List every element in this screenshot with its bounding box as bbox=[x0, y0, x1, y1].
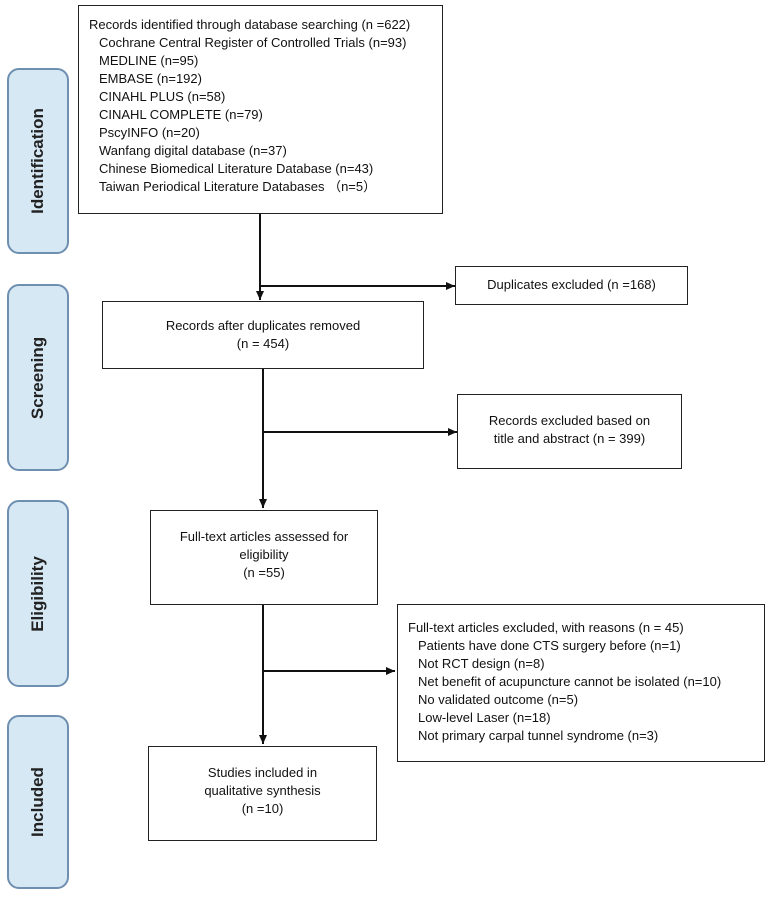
source-item: CINAHL PLUS (n=58) bbox=[99, 89, 226, 104]
studies-included-box: Studies included in qualitative synthesi… bbox=[148, 746, 377, 841]
fulltext-assessed-count: (n =55) bbox=[243, 565, 285, 580]
source-item: EMBASE (n=192) bbox=[99, 71, 202, 86]
studies-included-line2: qualitative synthesis bbox=[204, 783, 321, 798]
source-item: PscyINFO (n=20) bbox=[99, 125, 200, 140]
records-screened-line1: Records after duplicates removed bbox=[165, 318, 361, 333]
records-identified-box: Records identified through database sear… bbox=[78, 5, 443, 214]
exclusion-reason-item: No validated outcome (n=5) bbox=[418, 692, 579, 707]
phase-included: Included bbox=[7, 715, 69, 889]
phase-identification: Identification bbox=[7, 68, 69, 254]
duplicates-excluded-box: Duplicates excluded (n =168) bbox=[455, 266, 688, 305]
exclusion-reason-item: Patients have done CTS surgery before (n… bbox=[418, 638, 681, 653]
records-excluded-title-box: Records excluded based on title and abst… bbox=[457, 394, 682, 469]
source-item: Chinese Biomedical Literature Database (… bbox=[99, 161, 374, 176]
records-identified-title: Records identified through database sear… bbox=[89, 17, 411, 32]
phase-eligibility-label: Eligibility bbox=[28, 555, 47, 632]
records-excluded-title-line1: Records excluded based on bbox=[488, 413, 651, 428]
records-screened-count: (n = 454) bbox=[236, 336, 290, 351]
phase-screening-label: Screening bbox=[28, 336, 47, 419]
studies-included-line1: Studies included in bbox=[207, 765, 318, 780]
phase-included-label: Included bbox=[28, 767, 47, 837]
records-excluded-title-line2: title and abstract (n = 399) bbox=[493, 431, 646, 446]
exclusion-reason-item: Low-level Laser (n=18) bbox=[418, 710, 551, 725]
fulltext-excluded-box: Full-text articles excluded, with reason… bbox=[397, 604, 765, 762]
fulltext-assessed-line2: eligibility bbox=[239, 547, 289, 562]
fulltext-assessed-line1: Full-text articles assessed for bbox=[179, 529, 349, 544]
phase-screening: Screening bbox=[7, 284, 69, 471]
exclusion-reasons-list: Patients have done CTS surgery before (n… bbox=[408, 637, 764, 745]
exclusion-reason-item: Not RCT design (n=8) bbox=[418, 656, 545, 671]
exclusion-reason-item: Not primary carpal tunnel syndrome (n=3) bbox=[418, 728, 659, 743]
source-item: MEDLINE (n=95) bbox=[99, 53, 199, 68]
phase-eligibility: Eligibility bbox=[7, 500, 69, 687]
records-screened-box: Records after duplicates removed (n = 45… bbox=[102, 301, 424, 369]
fulltext-assessed-box: Full-text articles assessed for eligibil… bbox=[150, 510, 378, 605]
database-sources-list: Cochrane Central Register of Controlled … bbox=[89, 34, 442, 196]
source-item: Cochrane Central Register of Controlled … bbox=[99, 35, 407, 50]
source-item: Wanfang digital database (n=37) bbox=[99, 143, 287, 158]
source-item: CINAHL COMPLETE (n=79) bbox=[99, 107, 263, 122]
duplicates-excluded-text: Duplicates excluded (n =168) bbox=[487, 277, 656, 292]
exclusion-reason-item: Net benefit of acupuncture cannot be iso… bbox=[418, 674, 722, 689]
fulltext-excluded-title: Full-text articles excluded, with reason… bbox=[408, 620, 684, 635]
source-item: Taiwan Periodical Literature Databases （… bbox=[99, 179, 377, 194]
phase-identification-label: Identification bbox=[28, 108, 47, 214]
studies-included-count: (n =10) bbox=[241, 801, 284, 816]
